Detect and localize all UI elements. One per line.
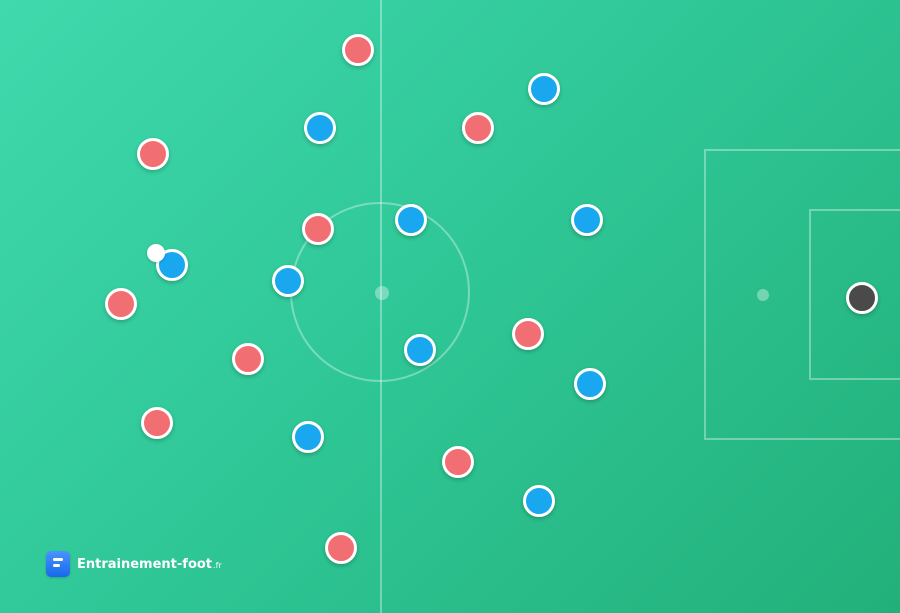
brand-suffix: .fr <box>213 561 222 570</box>
blue-player-token[interactable] <box>272 265 304 297</box>
blue-player-token[interactable] <box>395 204 427 236</box>
center-spot <box>375 286 389 300</box>
red-player-token[interactable] <box>325 532 357 564</box>
blue-player-token[interactable] <box>528 73 560 105</box>
blue-player-token[interactable] <box>523 485 555 517</box>
blue-player-token[interactable] <box>571 204 603 236</box>
blue-player-token[interactable] <box>574 368 606 400</box>
entrainement-foot-logo-icon <box>46 551 70 577</box>
brand-name: Entrainement-foot <box>77 556 213 572</box>
red-player-token[interactable] <box>512 318 544 350</box>
red-player-token[interactable] <box>302 213 334 245</box>
ball-icon <box>147 244 165 262</box>
red-player-token[interactable] <box>442 446 474 478</box>
goal-box <box>809 209 900 380</box>
brand-logo: Entrainement-foot .fr <box>46 551 222 577</box>
penalty-spot <box>757 289 769 301</box>
goalkeeper-token[interactable] <box>846 282 878 314</box>
red-player-token[interactable] <box>342 34 374 66</box>
red-player-token[interactable] <box>232 343 264 375</box>
red-player-token[interactable] <box>137 138 169 170</box>
penalty-box <box>704 149 900 440</box>
blue-player-token[interactable] <box>404 334 436 366</box>
blue-player-token[interactable] <box>304 112 336 144</box>
red-player-token[interactable] <box>141 407 173 439</box>
red-player-token[interactable] <box>105 288 137 320</box>
blue-player-token[interactable] <box>292 421 324 453</box>
red-player-token[interactable] <box>462 112 494 144</box>
